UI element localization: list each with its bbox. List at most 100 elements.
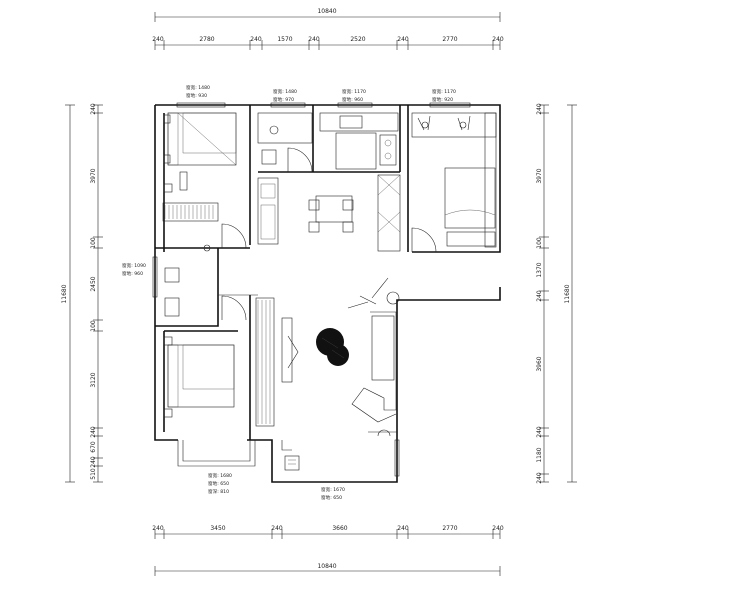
fridge-cabinet [377,174,401,252]
svg-text:窗地: 920: 窗地: 920 [432,96,453,103]
svg-text:窗地: 650: 窗地: 650 [321,494,342,501]
desk-counter [411,112,497,138]
dining-table [315,195,353,223]
dining-area [308,195,354,233]
basin-icon [269,125,279,135]
window-note-2: 窗宽: 1480 窗地: 970 [273,88,297,103]
lamp-icon [163,183,173,193]
nightstand-icon [163,154,171,164]
basin-icon [164,297,180,317]
window-note-1: 窗宽: 1480 窗地: 930 [186,84,210,99]
right-seg-9: 240 [536,472,543,484]
svg-text:窗宽: 1670: 窗宽: 1670 [321,486,345,493]
top-seg-9: 240 [492,36,504,43]
bottom-seg-2: 3450 [210,525,225,532]
nightstand-icon [163,408,173,418]
left-seg-5: 100 [90,320,97,332]
right-seg-6: 3960 [536,356,543,371]
nightstand-icon [163,336,173,346]
bottom-seg-1: 240 [152,525,164,532]
window-note-6: 窗宽: 1680 窗地: 650 窗深: 810 [208,472,232,495]
overall-height-left: 11680 [61,284,68,303]
window-note-4: 窗宽: 1170 窗地: 920 [432,88,456,103]
chair-icon [342,221,354,233]
right-seg-1: 240 [536,103,543,115]
bedroom-2 [411,112,497,253]
left-dimension-overall: 11680 [61,104,75,483]
bottom-dimension-overall: 10840 [154,563,501,576]
right-seg-4: 1370 [536,262,543,277]
top-seg-1: 240 [152,36,164,43]
door-swing-icon [287,147,313,173]
right-dimension-overall: 11680 [564,104,577,483]
svg-text:窗地: 970: 窗地: 970 [273,96,294,103]
left-seg-3: 100 [90,237,97,249]
desk-lamp-icon [417,115,471,131]
double-bed [444,167,496,229]
svg-text:窗地: 650: 窗地: 650 [208,480,229,487]
sink-icon [339,115,363,129]
bedroom-3 [163,297,275,467]
left-seg-6: 3120 [90,372,97,387]
top-seg-6: 2520 [350,36,365,43]
left-seg-7: 240 [90,426,97,438]
chair-icon [179,171,188,191]
interior-walls [155,105,409,440]
kitchen-counter [319,112,399,132]
window-note-5: 窗宽: 1090 窗地: 960 [122,262,146,277]
left-seg-9: 240 [90,456,97,468]
living-room [281,277,400,471]
right-dimension-chain: 240 3970 100 1370 240 3960 240 1180 240 [536,103,549,484]
bathroom-2 [164,244,247,321]
wardrobe [484,112,497,248]
bedroom-1 [162,112,247,249]
right-seg-8: 1180 [536,447,543,462]
sofa [351,311,397,423]
svg-text:窗地: 960: 窗地: 960 [342,96,363,103]
tv-icon [287,335,299,369]
exterior-walls [154,104,501,483]
overall-height-right: 11680 [564,284,571,303]
top-seg-7: 240 [397,36,409,43]
storage-cabinet [257,177,279,245]
overall-width-bottom: 10840 [317,563,336,570]
bottom-seg-5: 240 [397,525,409,532]
svg-text:窗宽: 1480: 窗宽: 1480 [186,84,210,91]
svg-text:窗宽: 1170: 窗宽: 1170 [432,88,456,95]
left-seg-8: 670 [90,441,97,453]
toilet-icon [164,267,180,283]
right-seg-7: 240 [536,426,543,438]
top-seg-3: 240 [250,36,262,43]
bottom-seg-4: 3660 [332,525,347,532]
left-seg-10: 510 [90,468,97,480]
right-seg-3: 100 [536,237,543,249]
left-seg-2: 3970 [90,168,97,183]
svg-text:窗深: 810: 窗深: 810 [208,488,229,495]
svg-text:窗地: 930: 窗地: 930 [186,92,207,99]
right-seg-5: 240 [536,290,543,302]
chair-icon [308,221,320,233]
chair-icon [308,199,320,211]
door-swing-icon [411,227,437,253]
overall-width-top: 10840 [317,8,336,15]
bottom-dimension-chain: 240 3450 240 3660 240 2770 240 [152,525,504,539]
tv-cabinet [281,317,293,383]
bottom-seg-3: 240 [271,525,283,532]
svg-text:窗地: 960: 窗地: 960 [122,270,143,277]
toilet-icon [261,149,277,165]
top-seg-4: 1570 [277,36,292,43]
drain-icon [203,244,211,252]
wardrobe [255,297,275,427]
left-dimension-chain: 240 3970 100 2450 100 3120 240 670 240 5… [90,103,103,483]
coffee-table [327,344,349,366]
top-dimension-overall: 10840 [154,8,501,22]
shoe-cabinet [284,455,300,471]
svg-text:窗宽: 1170: 窗宽: 1170 [342,88,366,95]
column-icon [377,429,391,437]
svg-text:窗宽: 1480: 窗宽: 1480 [273,88,297,95]
left-seg-1: 240 [90,103,97,115]
kitchen [319,112,401,252]
plant-icon [386,291,400,305]
svg-text:窗宽: 1680: 窗宽: 1680 [208,472,232,479]
